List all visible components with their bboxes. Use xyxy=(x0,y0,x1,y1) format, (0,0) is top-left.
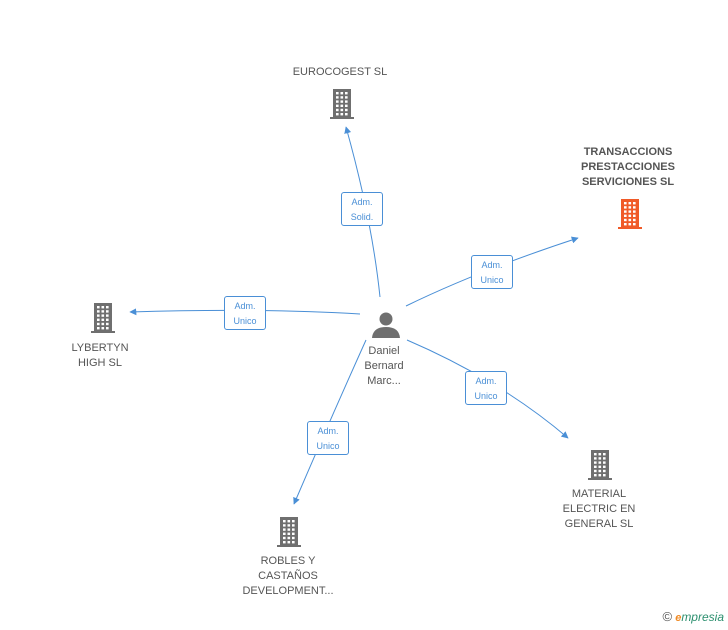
edge-material-line-2: Unico xyxy=(474,391,498,401)
material-line-2: ELECTRIC EN xyxy=(562,503,636,515)
company-label-material[interactable]: MATERIAL ELECTRIC EN GENERAL SL xyxy=(547,487,651,532)
edge-label-lybertyn[interactable]: Adm. Unico xyxy=(224,296,266,330)
brand-name: mpresia xyxy=(681,610,724,624)
robles-line-2: CASTAÑOS xyxy=(258,570,318,582)
robles-line-1: ROBLES Y xyxy=(260,555,316,567)
center-name-line-3: Marc... xyxy=(367,375,401,387)
brand-initial: e xyxy=(675,612,682,624)
edge-robles-line-1: Adm. xyxy=(317,426,339,436)
transaccions-line-1: TRANSACCIONS xyxy=(583,146,673,158)
lybertyn-line-2: HIGH SL xyxy=(77,357,122,369)
building-icon-material[interactable] xyxy=(588,450,612,480)
copyright-symbol: © xyxy=(662,609,673,624)
edge-material-line-1: Adm. xyxy=(475,376,497,386)
transaccions-line-2: PRESTACCIONES xyxy=(581,161,675,173)
footer-brand: © empresia xyxy=(663,609,724,624)
edges-layer xyxy=(129,126,579,505)
person-icon[interactable] xyxy=(372,312,400,339)
building-icon-transaccions[interactable] xyxy=(618,199,642,229)
transaccions-line-3: SERVICIONES SL xyxy=(581,176,675,188)
edge-label-eurocogest[interactable]: Adm. Solid. xyxy=(341,192,383,226)
robles-line-3: DEVELOPMENT... xyxy=(242,585,334,597)
center-person-label[interactable]: Daniel Bernard Marc... xyxy=(344,344,424,389)
edge-label-transaccions[interactable]: Adm. Unico xyxy=(471,255,513,289)
edge-eurocogest-line-2: Solid. xyxy=(350,212,374,222)
edge-robles-line-2: Unico xyxy=(316,441,340,451)
edge-label-robles[interactable]: Adm. Unico xyxy=(307,421,349,455)
edge-transaccions-line-1: Adm. xyxy=(481,260,503,270)
building-icon-eurocogest[interactable] xyxy=(330,89,354,119)
edge-lybertyn-line-2: Unico xyxy=(233,316,257,326)
company-label-transaccions[interactable]: TRANSACCIONS PRESTACCIONES SERVICIONES S… xyxy=(560,145,696,190)
material-line-3: GENERAL SL xyxy=(564,518,634,530)
lybertyn-line-1: LYBERTYN xyxy=(71,342,129,354)
company-label-lybertyn[interactable]: LYBERTYN HIGH SL xyxy=(50,341,150,371)
company-label-robles[interactable]: ROBLES Y CASTAÑOS DEVELOPMENT... xyxy=(236,554,340,599)
center-name-line-2: Bernard xyxy=(364,360,404,372)
eurocogest-line-1: EUROCOGEST SL xyxy=(292,66,388,78)
building-icon-lybertyn[interactable] xyxy=(91,303,115,333)
edge-eurocogest-line-1: Adm. xyxy=(351,197,373,207)
company-label-eurocogest[interactable]: EUROCOGEST SL xyxy=(280,65,400,80)
nodes-layer xyxy=(91,89,642,547)
material-line-1: MATERIAL xyxy=(571,488,627,500)
center-name-line-1: Daniel xyxy=(368,345,400,357)
edge-label-material[interactable]: Adm. Unico xyxy=(465,371,507,405)
edge-lybertyn-line-1: Adm. xyxy=(234,301,256,311)
building-icon-robles[interactable] xyxy=(277,517,301,547)
edge-transaccions-line-2: Unico xyxy=(480,275,504,285)
